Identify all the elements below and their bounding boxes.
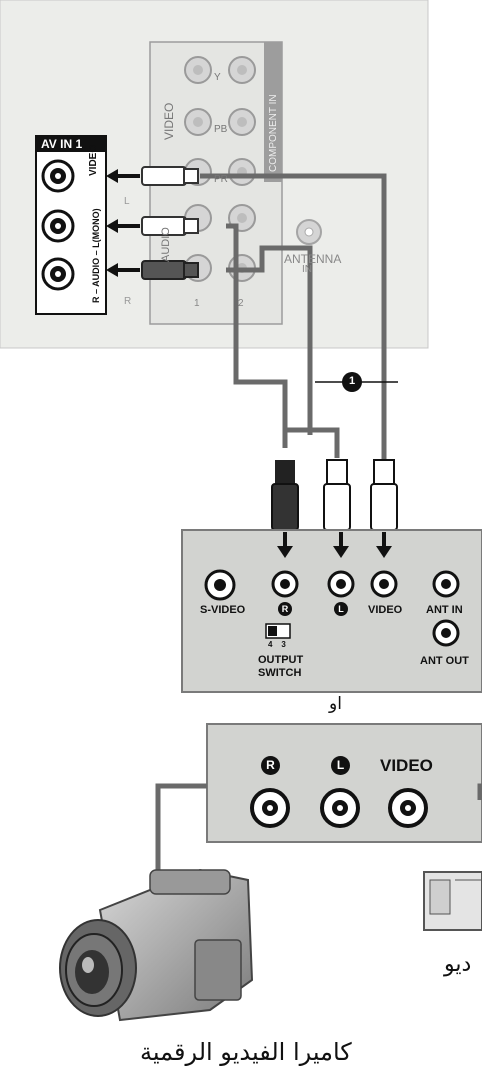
vcr-caption-partial: ديو bbox=[444, 952, 472, 977]
pb-label: PB bbox=[214, 124, 228, 135]
camcorder-illustration bbox=[59, 868, 254, 1022]
component-video-label: VIDEO bbox=[162, 102, 176, 140]
cam-l-badge: L bbox=[331, 756, 350, 775]
av-video-label: VIDEO bbox=[88, 144, 99, 176]
vcr-plugs bbox=[271, 459, 398, 531]
step-number: 1 bbox=[349, 375, 356, 387]
num-2-label: 2 bbox=[238, 298, 244, 309]
cam-r-badge: R bbox=[261, 756, 280, 775]
output-switch-graphic bbox=[265, 623, 291, 639]
ant-out-label: ANT OUT bbox=[420, 655, 469, 667]
camcorder-caption: كاميرا الفيديو الرقمية bbox=[140, 1038, 352, 1066]
y-label: Y bbox=[214, 72, 221, 83]
switch-numbers: 4 3 bbox=[268, 640, 286, 649]
r-label: R bbox=[124, 296, 132, 307]
audio-side-label: AUDIO bbox=[160, 227, 172, 262]
tv-plugs bbox=[141, 166, 199, 280]
vcr-r-badge: R bbox=[278, 602, 292, 616]
vcr-panel bbox=[181, 529, 482, 693]
vcr-jacks bbox=[204, 569, 460, 647]
vcr-video-label: VIDEO bbox=[368, 604, 403, 616]
component-strip bbox=[264, 42, 282, 182]
component-in-label: COMPONENT IN bbox=[268, 94, 279, 172]
cables bbox=[200, 173, 387, 470]
or-text: او bbox=[329, 694, 342, 714]
vcr-illustration bbox=[423, 871, 482, 931]
antenna-in-label: IN bbox=[302, 264, 312, 275]
l-label: L bbox=[124, 196, 130, 207]
av-in-jacks bbox=[41, 159, 75, 291]
tv-arrows bbox=[106, 169, 140, 277]
pr-label: PR bbox=[214, 174, 228, 185]
av-in-label: AV IN 1 bbox=[41, 137, 83, 151]
camcorder-cables bbox=[155, 783, 482, 900]
num-1-label: 1 bbox=[194, 298, 200, 309]
camcorder-jacks bbox=[250, 788, 428, 828]
cam-video-label: VIDEO bbox=[380, 756, 433, 775]
output-label: OUTPUT bbox=[258, 654, 304, 666]
vcr-l-badge: L bbox=[334, 602, 348, 616]
vcr-arrows bbox=[277, 532, 392, 558]
av-audio-label: R – AUDIO – L(MONO) bbox=[91, 208, 101, 303]
switch-label: SWITCH bbox=[258, 667, 302, 679]
step-badge bbox=[342, 372, 362, 392]
ant-in-label: ANT IN bbox=[426, 604, 463, 616]
antenna-label: ANTENNA bbox=[284, 252, 342, 266]
svideo-label: S-VIDEO bbox=[200, 604, 246, 616]
